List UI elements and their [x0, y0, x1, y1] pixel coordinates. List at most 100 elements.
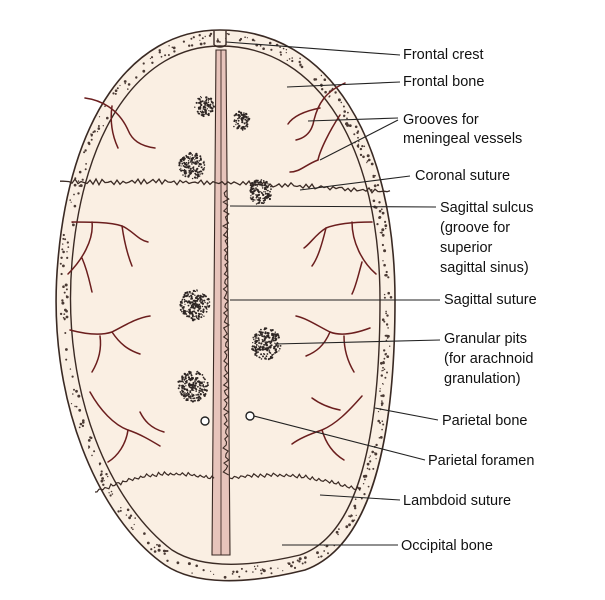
- pit-dot: [204, 106, 207, 109]
- diploe-dot: [374, 452, 378, 456]
- diploe-dot: [112, 92, 115, 95]
- diploe-dot: [128, 516, 132, 520]
- pit-dot: [195, 169, 198, 171]
- pit-dot: [195, 312, 198, 315]
- diploe-dot: [260, 569, 262, 572]
- pit-dot: [199, 382, 202, 385]
- diploe-dot: [231, 573, 234, 575]
- pit-dot: [207, 97, 210, 100]
- diploe-dot: [361, 145, 364, 148]
- pit-dot: [177, 387, 180, 390]
- diploe-dot: [208, 34, 212, 37]
- pit-dot: [266, 341, 268, 343]
- diploe-dot: [216, 39, 220, 43]
- pit-dot: [194, 169, 196, 172]
- pit-dot: [207, 305, 210, 308]
- diploe-dot: [81, 424, 85, 428]
- pit-dot: [193, 397, 196, 400]
- diploe-dot: [244, 36, 246, 38]
- pit-dot: [193, 307, 196, 310]
- diploe-dot: [153, 546, 156, 549]
- diploe-dot: [270, 48, 273, 51]
- diploe-dot: [382, 366, 384, 369]
- diploe-dot: [108, 492, 110, 494]
- parietal-foramen-left: [200, 416, 210, 426]
- pit-dot: [265, 193, 267, 195]
- pit-dot: [202, 383, 204, 386]
- pit-dot: [254, 342, 257, 345]
- diploe-dot: [368, 468, 371, 471]
- pit-dot: [189, 161, 192, 163]
- diploe-dot: [285, 49, 288, 51]
- pit-dot: [265, 358, 268, 360]
- diploe-dot: [348, 515, 350, 517]
- pit-dot: [208, 301, 211, 303]
- pit-dot: [235, 122, 237, 124]
- diploe-dot: [320, 555, 323, 558]
- pit-dot: [259, 356, 261, 359]
- diploe-dot: [316, 551, 319, 555]
- pit-dot: [188, 376, 190, 379]
- pit-dot: [199, 110, 202, 113]
- diploe-dot: [379, 388, 381, 390]
- diploe-dot: [262, 569, 266, 573]
- pit-dot: [192, 397, 195, 400]
- diploe-dot: [389, 296, 393, 299]
- diploe-dot: [217, 38, 219, 40]
- pit-dot: [184, 303, 186, 305]
- diploe-dot: [61, 299, 64, 302]
- diploe-dot: [88, 445, 90, 447]
- pit-dot: [198, 165, 200, 168]
- diploe-dot: [129, 514, 133, 517]
- diploe-dot: [338, 528, 340, 530]
- pit-dot: [250, 195, 252, 197]
- pit-dot: [187, 304, 190, 307]
- label-frontal-crest: Frontal crest: [403, 47, 484, 63]
- diploe-dot: [163, 552, 166, 555]
- pit-dot: [264, 341, 266, 343]
- pit-dot: [208, 110, 210, 112]
- pit-dot: [270, 357, 272, 359]
- diploe-dot: [232, 570, 235, 573]
- pit-dot: [270, 344, 273, 347]
- diploe-dot: [385, 323, 389, 326]
- pit-dot: [192, 400, 195, 403]
- diploe-dot: [63, 318, 66, 321]
- pit-dot: [259, 345, 262, 348]
- diploe-dot: [387, 291, 391, 295]
- diploe-dot: [93, 450, 96, 453]
- diploe-dot: [168, 45, 170, 47]
- diploe-dot: [143, 532, 146, 535]
- pit-dot: [184, 380, 187, 383]
- pit-dot: [237, 110, 241, 114]
- pit-dot: [203, 102, 206, 105]
- pit-dot: [241, 127, 244, 130]
- pit-dot: [190, 298, 192, 300]
- pit-dot: [252, 187, 255, 190]
- diploe-dot: [300, 65, 304, 69]
- pit-dot: [189, 395, 192, 398]
- diploe-dot: [124, 82, 126, 85]
- pit-dot: [196, 306, 198, 308]
- diploe-dot: [87, 141, 91, 145]
- sagittal-suture: [222, 189, 230, 476]
- pit-dot: [191, 314, 194, 316]
- diploe-dot: [363, 493, 366, 496]
- pit-dot: [254, 346, 257, 349]
- pit-dot: [183, 378, 186, 381]
- label-granular-pits-line1: Granular pits: [444, 331, 528, 347]
- diploe-dot: [75, 389, 78, 393]
- diploe-dot: [371, 450, 375, 454]
- diploe-dot: [70, 403, 73, 405]
- diploe-dot: [107, 475, 109, 478]
- diploe-dot: [357, 146, 360, 148]
- pit-dot: [271, 336, 275, 339]
- pit-dot: [195, 394, 197, 396]
- pit-dot: [183, 397, 185, 399]
- diploe-dot: [150, 548, 153, 551]
- pit-dot: [272, 353, 275, 355]
- pit-dot: [257, 351, 260, 353]
- pit-dot: [194, 156, 196, 158]
- pit-dot: [264, 357, 267, 360]
- pit-dot: [188, 157, 191, 160]
